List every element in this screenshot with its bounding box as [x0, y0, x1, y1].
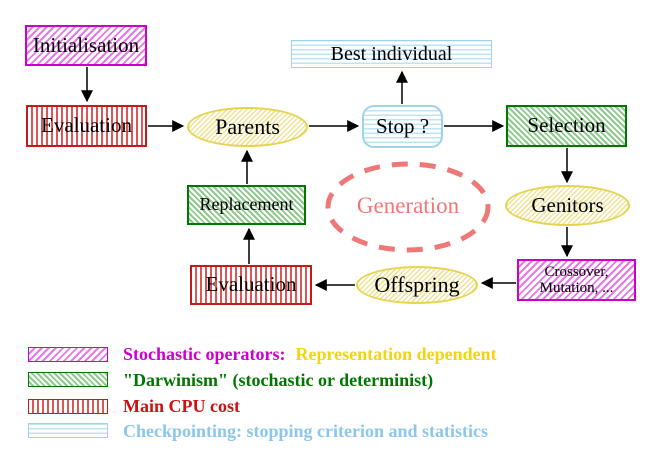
node-selection: Selection: [506, 105, 627, 147]
node-selection-label: Selection: [527, 113, 606, 138]
node-best-individual: Best individual: [291, 40, 492, 68]
legend-text-darwinism: "Darwinism" (stochastic or determinist): [123, 370, 434, 390]
node-evaluation-top: Evaluation: [26, 105, 147, 147]
legend-text-representation: Representation dependent: [295, 344, 497, 364]
node-best-individual-label: Best individual: [330, 43, 453, 65]
node-replacement: Replacement: [187, 185, 306, 225]
legend-text-checkpointing: Checkpointing: stopping criterion and st…: [123, 421, 489, 441]
node-replacement-label: Replacement: [199, 194, 294, 215]
node-parents-label: Parents: [215, 113, 280, 139]
legend-swatch-checkpointing: [28, 423, 108, 438]
node-crossover-mutation: Crossover, Mutation, ...: [517, 259, 636, 301]
legend-swatch-darwinism: [28, 372, 108, 387]
node-evaluation-bottom: Evaluation: [190, 265, 312, 305]
generation-label: Generation: [356, 193, 460, 218]
node-genitors-label: Genitors: [531, 192, 604, 217]
node-evaluation-top-label: Evaluation: [41, 113, 132, 138]
node-stop: Stop ?: [362, 105, 443, 148]
node-evaluation-bottom-label: Evaluation: [205, 272, 297, 297]
legend-row-stochastic-operators: Stochastic operators: Representation depe…: [123, 344, 497, 365]
legend-text-stochastic: Stochastic operators:: [123, 344, 286, 364]
node-initialisation-label: Initialisation: [32, 32, 140, 57]
legend-swatch-stochastic-operators: [28, 347, 108, 362]
node-crossover-label-line1: Crossover,: [544, 263, 609, 280]
legend-row-checkpointing: Checkpointing: stopping criterion and st…: [123, 421, 488, 442]
legend-swatch-cpu-cost: [28, 399, 108, 414]
node-offspring-label: Offspring: [374, 271, 460, 297]
legend-text-cpu-cost: Main CPU cost: [123, 396, 240, 416]
node-initialisation: Initialisation: [25, 25, 147, 66]
node-crossover-label-line2: Mutation, ...: [539, 280, 614, 296]
legend-row-darwinism: "Darwinism" (stochastic or determinist): [123, 370, 433, 391]
legend-row-cpu-cost: Main CPU cost: [123, 396, 240, 417]
node-stop-label: Stop ?: [375, 113, 430, 138]
node-offspring: Offspring: [356, 266, 478, 304]
node-genitors: Genitors: [505, 185, 630, 226]
generation-dashed-ellipse: [325, 161, 491, 253]
node-parents: Parents: [187, 107, 308, 147]
